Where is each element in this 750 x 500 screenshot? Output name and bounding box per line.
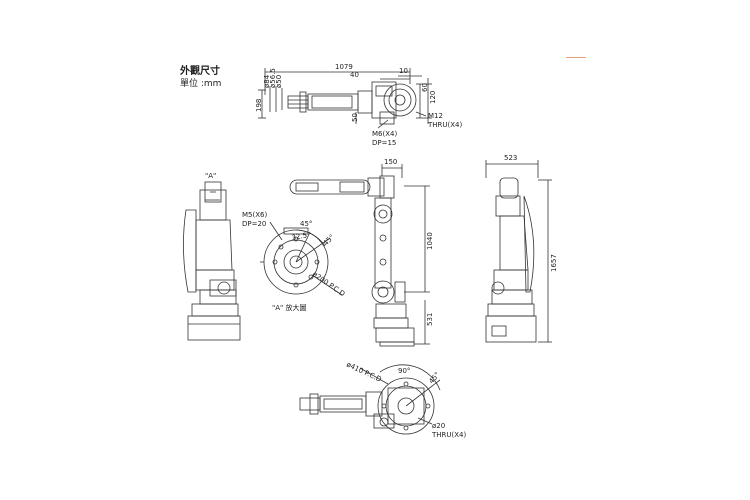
dim-10: 10 <box>399 67 408 75</box>
pcd-200: ø200 P.C.D <box>311 270 346 298</box>
top-view <box>258 68 432 129</box>
angle-45-b: 45° <box>322 233 336 247</box>
dim-198: 198 <box>255 99 263 112</box>
pcd-410: ø410 P.C.D <box>345 361 383 384</box>
d20-label: ø20 <box>432 422 445 430</box>
detail-a-view <box>260 221 343 296</box>
thru-label-bottom: THRU(X4) <box>431 431 467 439</box>
dim-32-5: 32.5 <box>291 231 308 242</box>
angle-90: 90° <box>398 367 410 375</box>
dim-60: 60 <box>421 83 429 92</box>
dp15-label: DP=15 <box>372 139 396 147</box>
left-view <box>183 181 241 341</box>
dim-50: ø50 <box>275 75 283 88</box>
right-view <box>485 160 552 343</box>
unit-label: 單位 :mm <box>180 79 222 89</box>
page-title: 外觀尺寸 <box>180 66 220 77</box>
bottom-view <box>299 364 441 435</box>
dim-40: 40 <box>350 71 359 79</box>
dim-56-5: ø56.5 <box>269 68 277 88</box>
m6-label: M6(X4) <box>372 130 397 138</box>
m12-label: M12 <box>428 112 443 120</box>
thru-label-top: THRU(X4) <box>427 121 463 129</box>
front-view <box>289 164 430 347</box>
dp20-label: DP=20 <box>242 220 266 228</box>
dim-1040: 1040 <box>426 232 434 250</box>
angle-45-a: 45° <box>300 220 312 228</box>
dim-120: 120 <box>429 91 437 104</box>
dim-50b: 50 <box>351 113 359 122</box>
accent-line <box>566 57 586 58</box>
m5-label: M5(X6) <box>242 211 267 219</box>
dim-84: ø84 <box>263 74 271 88</box>
dim-531: 531 <box>426 313 434 326</box>
dim-1657: 1657 <box>550 254 558 272</box>
dim-523: 523 <box>504 154 517 162</box>
detail-caption: "A" 放大圖 <box>272 303 306 312</box>
dim-1079: 1079 <box>335 63 353 71</box>
label-a: "A" <box>205 172 216 180</box>
angle-45-bottom: 45° <box>427 371 441 386</box>
dim-150: 150 <box>384 158 397 166</box>
